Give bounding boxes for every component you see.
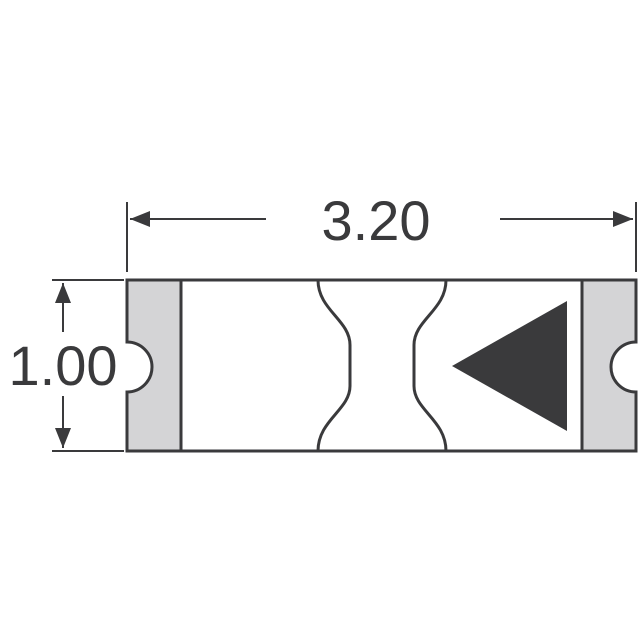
- left-terminal: [125, 278, 183, 453]
- right-terminal: [580, 278, 638, 453]
- die-cutout-outline: [316, 279, 448, 452]
- polarity-triangle-icon: [452, 301, 567, 431]
- width-dimension-label: 3.20: [322, 189, 431, 252]
- height-dimension-label: 1.00: [9, 334, 118, 397]
- height-dimension: 1.00: [9, 279, 124, 452]
- component-body: [125, 278, 638, 453]
- width-dimension: 3.20: [126, 189, 637, 272]
